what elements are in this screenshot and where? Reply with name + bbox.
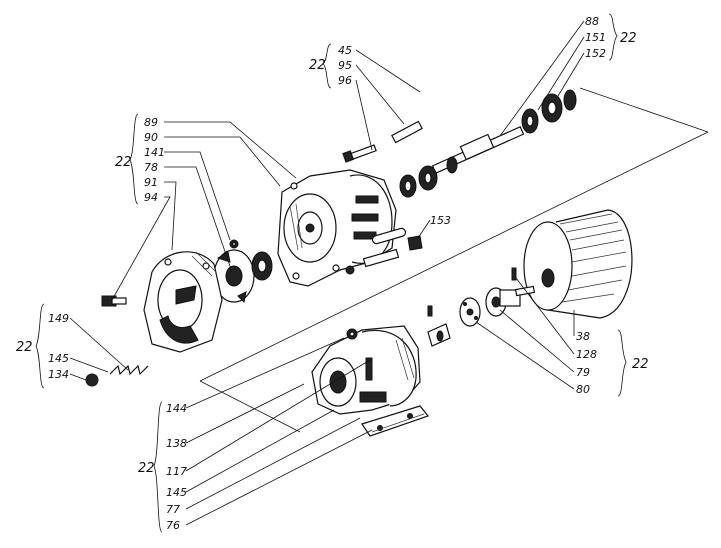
bearing-pair-middle [399,165,438,198]
callout-group-right: 38 128 79 80 22 [475,277,649,397]
callout-117: 117 [166,465,187,478]
callout-76: 76 [166,519,180,532]
drive-shaft-part [431,126,525,174]
group-label-top-right: 22 [620,31,637,46]
group-label-left-lower: 22 [16,340,33,355]
callout-38: 38 [576,330,590,343]
gear-cluster-part [213,239,273,304]
central-housing-part [277,169,397,287]
callout-group-top: 22 45 95 96 [309,43,421,151]
callout-134: 134 [48,368,69,381]
callout-78: 78 [144,161,158,174]
side-cover-part [143,251,223,353]
axis-line-lower [199,380,301,433]
callout-79: 79 [576,366,590,379]
pipe-lever-part [391,91,438,144]
callout-128: 128 [576,348,597,361]
bolt-left-part [101,295,127,307]
callout-152: 152 [585,47,606,60]
motor-cylinder-part [523,209,633,319]
callout-145: 145 [48,352,69,365]
callout-145b: 145 [166,486,187,499]
callout-group-153: 153 [417,214,451,239]
callout-45: 45 [338,44,352,57]
callout-89: 89 [144,116,158,129]
bearing-pair-upper [521,89,577,134]
group-label-bottom: 22 [138,461,155,476]
callout-group-top-right: 88 151 152 22 [499,13,637,137]
callout-144: 144 [166,402,187,415]
disc-part-80 [459,297,481,327]
callout-141: 141 [144,146,165,159]
callout-77: 77 [166,503,180,516]
callout-group-left-lower: 22 149 145 134 [16,303,129,389]
callout-91: 91 [144,176,158,189]
callout-group-left-upper: 22 89 90 141 78 91 94 [111,113,297,301]
callout-151: 151 [585,31,606,44]
callout-88: 88 [585,15,599,28]
callout-96: 96 [338,74,352,87]
callout-138: 138 [166,437,187,450]
callout-94: 94 [144,191,158,204]
callout-95: 95 [338,59,352,72]
callout-80: 80 [576,383,590,396]
axis-line-diagonal [199,131,709,382]
callout-149: 149 [48,312,69,325]
nut-part [85,373,99,387]
pin-part [427,267,517,317]
callout-90: 90 [144,131,158,144]
coupling-part-79 [485,285,536,317]
plug-part [407,235,423,251]
callout-group-bottom: 144 138 22 117 145 77 76 [138,337,373,533]
callout-153: 153 [430,214,451,227]
spring-part [109,364,149,376]
bushing-part [427,323,451,347]
group-label-left-upper: 22 [115,155,132,170]
group-label-top: 22 [309,58,326,73]
gearbox-housing-part [311,325,421,415]
screw-part [342,144,377,163]
axis-line-top [579,87,709,133]
slot-link-part [345,227,407,275]
group-label-right: 22 [632,357,649,372]
